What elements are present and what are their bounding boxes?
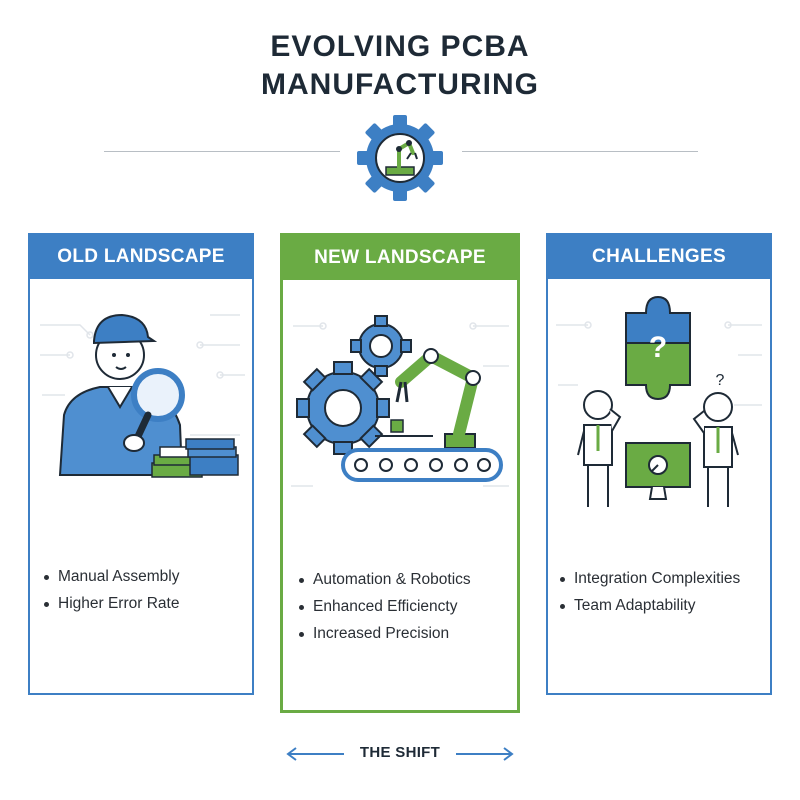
integration-challenge-icon: ? ? [556,295,762,507]
list-item: Increased Precision [299,620,471,647]
divider-left [104,151,340,152]
worker-inspecting-pcb-icon [40,313,245,478]
old-landscape-list: Manual Assembly Higher Error Rate [44,563,179,617]
divider-right [462,151,698,152]
page-title: EVOLVING PCBA MANUFACTURING [0,28,800,104]
challenges-list: Integration Complexities Team Adaptabili… [560,565,740,619]
puzzle-question-mark: ? [649,331,667,364]
left-arrow-icon [286,747,344,761]
panel-heading: CHALLENGES [548,235,770,279]
person-question-mark: ? [716,372,725,389]
gear-robot-icon [357,115,443,201]
panel-heading: NEW LANDSCAPE [283,236,517,280]
panel-heading: OLD LANDSCAPE [30,235,252,279]
shift-label: THE SHIFT [359,744,441,761]
panel-challenges: CHALLENGES ? ? [546,233,772,695]
title-line-2: MANUFACTURING [261,68,539,101]
list-item: Integration Complexities [560,565,740,592]
automation-robot-icon [291,315,509,487]
title-line-1: EVOLVING PCBA [270,30,530,63]
list-item: Automation & Robotics [299,566,471,593]
panel-new-landscape: NEW LANDSCAPE [280,233,520,713]
list-item: Enhanced Efficiencty [299,593,471,620]
shift-indicator: THE SHIFT [0,742,800,766]
panel-old-landscape: OLD LANDSCAPE Manual Assembly Higher Err… [28,233,254,695]
list-item: Higher Error Rate [44,590,179,617]
new-landscape-list: Automation & Robotics Enhanced Efficienc… [299,566,471,647]
list-item: Manual Assembly [44,563,179,590]
right-arrow-icon [456,747,514,761]
list-item: Team Adaptability [560,592,740,619]
